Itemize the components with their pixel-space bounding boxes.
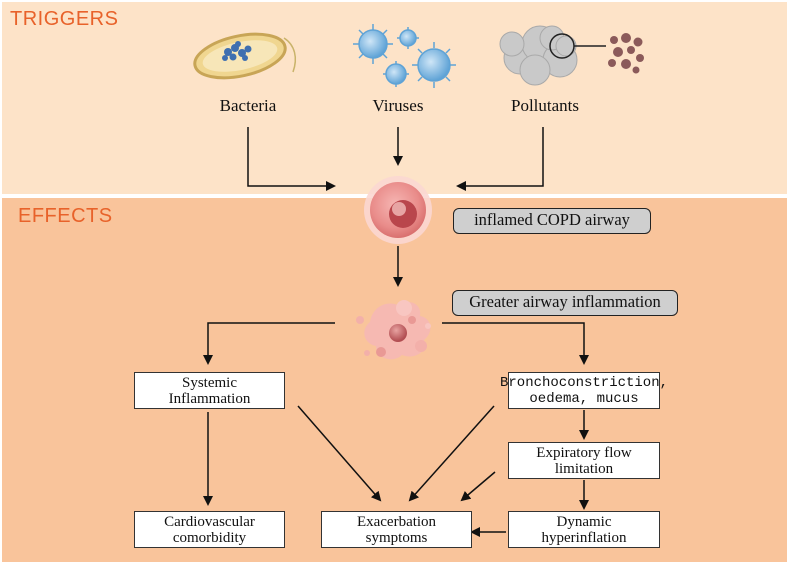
inflammation-tissue-icon — [356, 300, 431, 360]
trigger-arrows — [247, 127, 544, 191]
hyperinflation-line-2: hyperinflation — [541, 529, 627, 546]
viruses-label: Viruses — [372, 96, 424, 115]
broncho-line-2: oedema, mucus — [529, 390, 639, 407]
greater-inflammation-pill: Greater airway inflammation — [452, 290, 678, 316]
pollutants-label: Pollutants — [510, 96, 579, 115]
cardio-line-2: comorbidity — [172, 529, 247, 546]
dynamic-hyperinflation-box: Dynamic hyperinflation — [508, 511, 660, 548]
expiratory-flow-box: Expiratory flow limitation — [508, 442, 660, 479]
triggers-heading: TRIGGERS — [10, 8, 119, 30]
bronchoconstriction-box: Bronchoconstriction, oedema, mucus — [500, 372, 668, 409]
systemic-line-1: Systemic — [182, 374, 237, 391]
exacerbation-box: Exacerbation symptoms — [321, 511, 472, 548]
inflamed-airway-pill: inflamed COPD airway — [453, 208, 651, 234]
cardio-line-1: Cardiovascular — [164, 513, 255, 530]
bacterium-icon — [193, 32, 296, 80]
hyperinflation-line-1: Dynamic — [556, 513, 612, 530]
pollutant-cloud-icon — [499, 25, 644, 86]
expiratory-line-1: Expiratory flow — [536, 444, 632, 461]
expiratory-line-2: limitation — [554, 460, 614, 477]
systemic-inflammation-box: Systemic Inflammation — [134, 372, 285, 409]
virus-cluster-icon — [353, 24, 456, 88]
exacerbation-line-1: Exacerbation — [356, 513, 437, 530]
bacteria-label: Bacteria — [219, 96, 277, 115]
broncho-line-1: Bronchoconstriction, — [499, 374, 669, 391]
systemic-line-2: Inflammation — [168, 390, 251, 407]
exacerbation-line-2: symptoms — [365, 529, 428, 546]
cardiovascular-box: Cardiovascular comorbidity — [134, 511, 285, 548]
effects-heading: EFFECTS — [18, 205, 113, 227]
inflamed-cell-icon — [364, 176, 432, 244]
effect-arrows — [203, 322, 589, 537]
